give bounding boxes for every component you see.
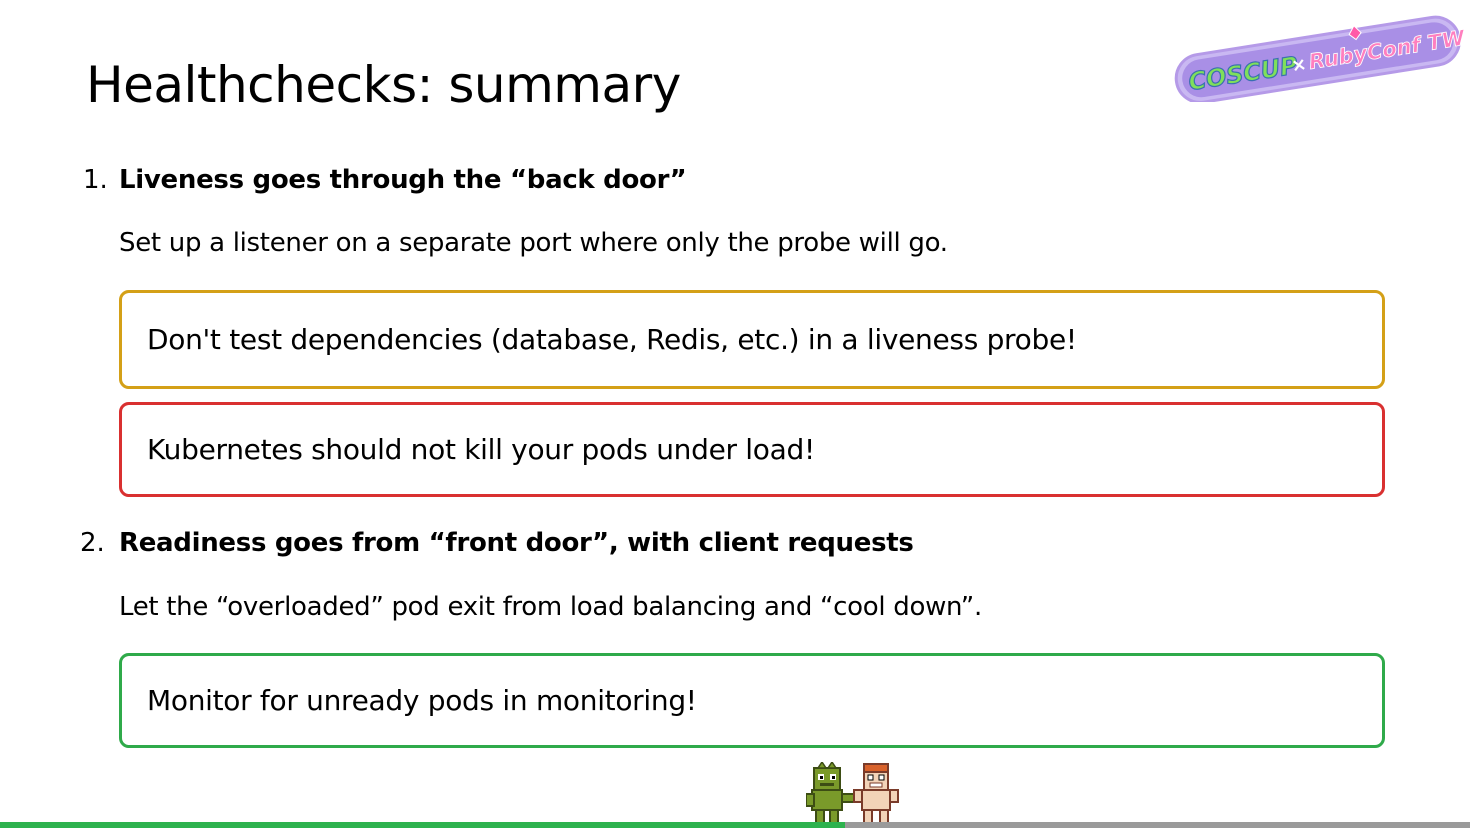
item-heading: Readiness goes from “front door”, with c… (119, 528, 914, 558)
callout-danger: Kubernetes should not kill your pods und… (119, 402, 1385, 497)
callout-text: Kubernetes should not kill your pods und… (147, 433, 815, 466)
coscup-rubyconf-logo: COSCUP × RubyConf TW (1174, 15, 1466, 102)
item-heading: Liveness goes through the “back door” (119, 165, 687, 195)
slide-progress-fill (0, 822, 846, 828)
ruby-gem-icon (1348, 24, 1362, 41)
mascot-characters-icon (806, 762, 899, 825)
callout-warning: Don't test dependencies (database, Redis… (119, 290, 1385, 389)
callout-text: Monitor for unready pods in monitoring! (147, 684, 697, 717)
item-description: Let the “overloaded” pod exit from load … (119, 592, 982, 622)
green-monster-icon (806, 762, 857, 825)
item-description: Set up a listener on a separate port whe… (119, 228, 948, 258)
item-number: 1. (83, 165, 108, 195)
slide-progress-bar (0, 822, 1470, 828)
logo-separator: × (1290, 54, 1308, 77)
slide-title: Healthchecks: summary (86, 56, 681, 114)
callout-text: Don't test dependencies (database, Redis… (147, 323, 1077, 356)
human-figure-icon (853, 763, 899, 825)
item-number: 2. (80, 528, 105, 558)
callout-success: Monitor for unready pods in monitoring! (119, 653, 1385, 748)
